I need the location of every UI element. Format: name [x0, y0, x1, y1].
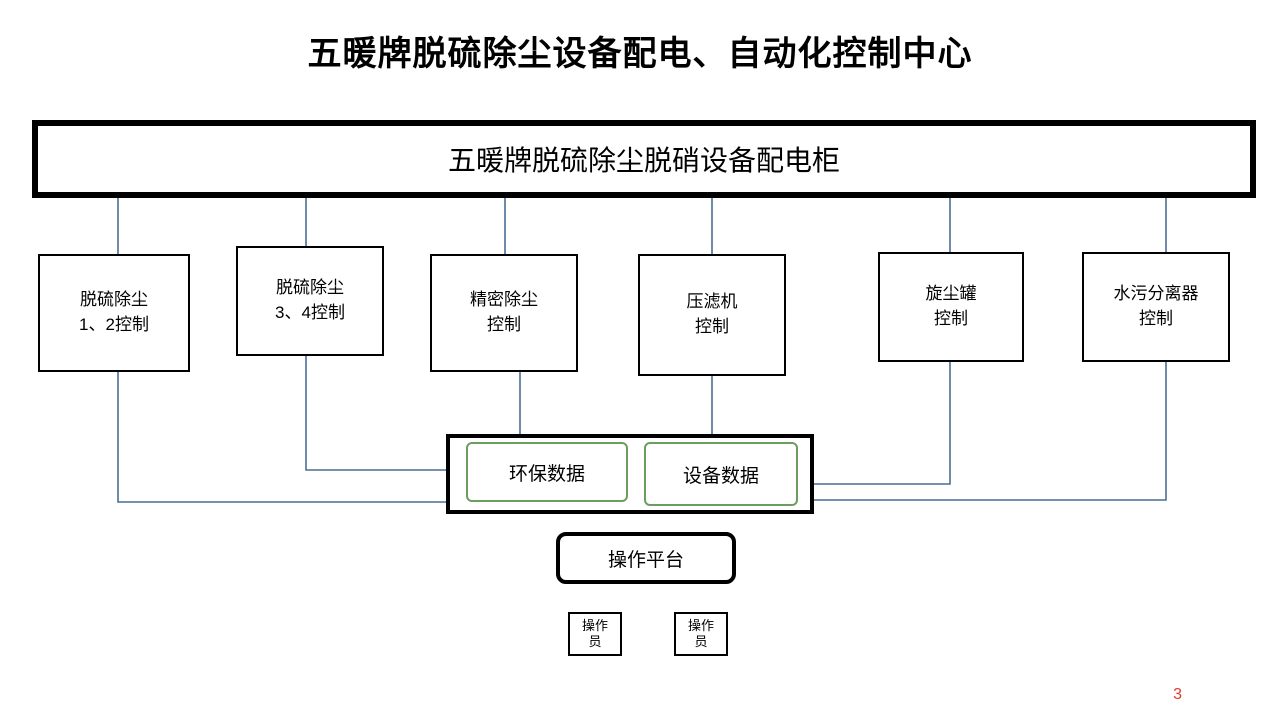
page-title: 五暖牌脱硫除尘设备配电、自动化控制中心: [307, 35, 973, 73]
control-box-label: 旋尘罐 控制: [925, 284, 977, 328]
operation-platform-label: 操作平台: [607, 549, 684, 571]
control-box-desulfurization-dedusting-3-4: 脱硫除尘 3、4控制: [236, 246, 384, 356]
main-power-cabinet: 五暖牌脱硫除尘脱硝设备配电柜: [32, 120, 1256, 198]
equipment-data-label: 设备数据: [682, 465, 759, 487]
environmental-data-label: 环保数据: [508, 463, 585, 485]
operation-platform-box: 操作平台: [556, 532, 736, 584]
equipment-data-box: 设备数据: [644, 442, 798, 506]
control-box-cyclone-tank: 旋尘罐 控制: [878, 252, 1024, 362]
operator-label: 操作 员: [581, 617, 608, 649]
control-box-label: 压滤机 控制: [686, 292, 738, 336]
operator-label: 操作 员: [687, 617, 714, 649]
operator-box-1: 操作 员: [568, 612, 622, 656]
main-power-cabinet-label: 五暖牌脱硫除尘脱硝设备配电柜: [447, 145, 840, 176]
control-box-precision-dedusting: 精密除尘 控制: [430, 254, 578, 372]
control-box-label: 脱硫除尘 1、2控制: [79, 290, 149, 334]
control-box-label: 精密除尘 控制: [470, 290, 538, 334]
control-box-desulfurization-dedusting-1-2: 脱硫除尘 1、2控制: [38, 254, 190, 372]
control-box-water-sludge-separator: 水污分离器 控制: [1082, 252, 1230, 362]
environmental-data-box: 环保数据: [466, 442, 628, 502]
control-box-label: 脱硫除尘 3、4控制: [275, 278, 345, 322]
operator-box-2: 操作 员: [674, 612, 728, 656]
control-box-filter-press: 压滤机 控制: [638, 254, 786, 376]
control-box-label: 水污分离器 控制: [1113, 284, 1199, 328]
page-number: 3: [1173, 686, 1182, 703]
